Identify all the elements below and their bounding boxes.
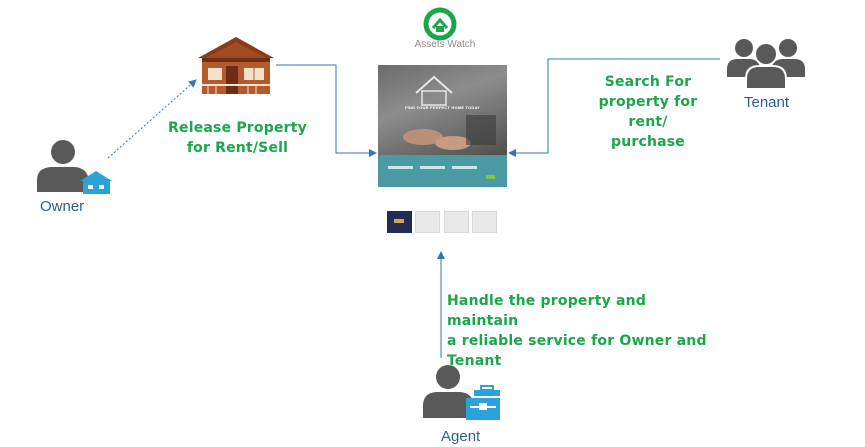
search-property-text: Search For property for rent/ purchase bbox=[578, 72, 718, 152]
agent-figure bbox=[420, 362, 504, 424]
hero-headline: FIND YOUR PERFECT HOME TODAY bbox=[404, 105, 481, 110]
thumb-2 bbox=[415, 211, 440, 233]
thumb-featured bbox=[387, 211, 412, 233]
house-icon bbox=[196, 36, 276, 96]
search-panel bbox=[378, 155, 507, 187]
search-button bbox=[486, 175, 495, 179]
briefcase-icon bbox=[466, 385, 500, 420]
agent-label: Agent bbox=[441, 428, 481, 445]
tenant-label: Tenant bbox=[744, 94, 790, 111]
handle-line-1: Handle the property and maintain bbox=[447, 293, 647, 329]
handle-line-2: a reliable service for Owner and bbox=[447, 333, 707, 349]
thumb-3 bbox=[444, 211, 469, 233]
owner-figure bbox=[33, 136, 113, 196]
release-property-text: Release Property for Rent/Sell bbox=[160, 118, 315, 158]
website-screenshot: FIND YOUR PERFECT HOME TODAY bbox=[378, 65, 507, 187]
toolbox-icon bbox=[80, 171, 112, 194]
thumb-4 bbox=[472, 211, 497, 233]
search-line-3: purchase bbox=[610, 134, 686, 150]
owner-label: Owner bbox=[40, 198, 85, 215]
logo-text: Assets Watch bbox=[414, 39, 476, 50]
search-line-1: Search For bbox=[604, 74, 692, 90]
person-icon bbox=[423, 365, 500, 420]
person-icon bbox=[37, 140, 112, 194]
tenant-to-site-arrow bbox=[508, 58, 720, 157]
house-to-site-arrow bbox=[276, 64, 377, 157]
handle-line-3: Tenant bbox=[447, 353, 502, 369]
tenant-group-icon bbox=[724, 33, 808, 90]
search-line-2: property for rent/ bbox=[598, 94, 698, 130]
owner-to-house-arrow bbox=[107, 79, 197, 159]
release-line-1: Release Property bbox=[168, 120, 307, 136]
handle-property-text: Handle the property and maintain a relia… bbox=[447, 291, 707, 371]
release-line-2: for Rent/Sell bbox=[186, 140, 289, 156]
house-outline-icon bbox=[403, 75, 496, 150]
hero-image: FIND YOUR PERFECT HOME TODAY bbox=[378, 65, 507, 155]
assets-watch-logo: Assets Watch bbox=[400, 6, 490, 56]
logo-mark-icon bbox=[423, 7, 457, 41]
